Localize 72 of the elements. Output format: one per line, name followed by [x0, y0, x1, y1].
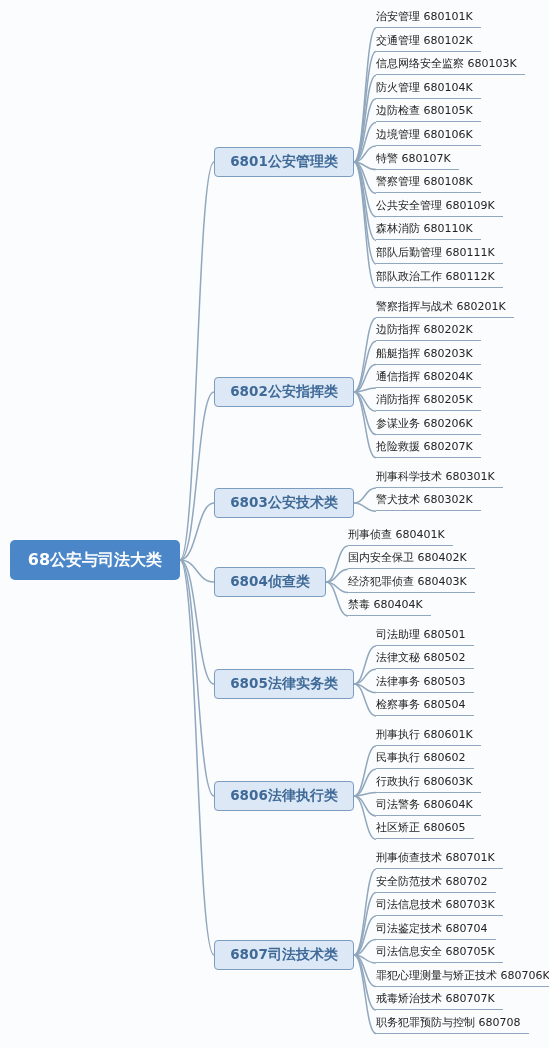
- connector-line: [179, 559, 215, 583]
- major-item: 通信指挥 680204K: [376, 369, 481, 388]
- major-item: 司法信息安全 680705K: [376, 945, 503, 963]
- connector-line: [353, 954, 377, 1035]
- major-item: 警察管理 680108K: [376, 175, 481, 194]
- major-item: 行政执行 680603K: [376, 774, 481, 793]
- major-item: 刑事科学技术 680301K: [376, 470, 503, 488]
- major-item: 刑事侦查技术 680701K: [376, 851, 503, 869]
- major-item: 消防指挥 680205K: [376, 393, 481, 412]
- major-item: 船艇指挥 680203K: [376, 346, 481, 365]
- major-item: 特警 680107K: [376, 151, 459, 170]
- major-item: 民事执行 680602: [376, 751, 474, 770]
- connector-line: [179, 391, 215, 561]
- connector-line: [179, 161, 215, 561]
- major-item: 森林消防 680110K: [376, 222, 481, 241]
- major-item: 职务犯罪预防与控制 680708: [376, 1015, 529, 1034]
- connector-line: [353, 340, 377, 393]
- major-item: 司法助理 680501: [376, 628, 474, 646]
- major-item: 警察指挥与战术 680201K: [376, 300, 514, 318]
- major-item: 安全防范技术 680702: [376, 874, 496, 893]
- major-item: 社区矫正 680605: [376, 821, 474, 840]
- major-item: 警犬技术 680302K: [376, 493, 481, 512]
- connector-line: [353, 915, 377, 956]
- major-item: 法律事务 680503: [376, 674, 474, 693]
- connector-line: [353, 645, 377, 685]
- connector-line: [353, 745, 377, 797]
- major-item: 参谋业务 680206K: [376, 416, 481, 435]
- connector-line: [179, 559, 215, 797]
- connector-line: [179, 559, 215, 956]
- connector-line: [353, 795, 377, 840]
- major-item: 经济犯罪侦查 680403K: [348, 574, 475, 593]
- category-box: 6807司法技术类: [214, 940, 354, 970]
- connector-line: [353, 502, 377, 513]
- connector-line: [353, 391, 377, 459]
- major-item: 禁毒 680404K: [348, 597, 431, 616]
- major-item: 司法警务 680604K: [376, 797, 481, 816]
- major-item: 戒毒矫治技术 680707K: [376, 992, 503, 1010]
- root-topic-box: 68公安与司法大类: [10, 540, 180, 580]
- major-item: 边境管理 680106K: [376, 128, 481, 146]
- major-item: 法律文秘 680502: [376, 651, 474, 670]
- connector-line: [353, 868, 377, 956]
- connector-line: [353, 954, 377, 1011]
- connector-line: [325, 545, 349, 583]
- major-item: 治安管理 680101K: [376, 10, 481, 28]
- category-box: 6802公安指挥类: [214, 377, 354, 407]
- major-item: 刑事侦查 680401K: [348, 528, 453, 546]
- category-box: 6803公安技术类: [214, 488, 354, 518]
- connector-line: [325, 581, 349, 617]
- major-item: 交通管理 680102K: [376, 33, 481, 52]
- category-box: 6805法律实务类: [214, 669, 354, 699]
- major-item: 边防指挥 680202K: [376, 323, 481, 342]
- connector-line: [353, 683, 377, 717]
- connector-line: [353, 317, 377, 393]
- category-box: 6806法律执行类: [214, 781, 354, 811]
- major-item: 部队后勤管理 680111K: [376, 246, 503, 264]
- major-item: 检察事务 680504: [376, 697, 474, 716]
- major-item: 司法鉴定技术 680704: [376, 921, 496, 940]
- major-item: 司法信息技术 680703K: [376, 898, 503, 916]
- category-box: 6804侦查类: [214, 567, 326, 597]
- major-item: 防火管理 680104K: [376, 80, 481, 99]
- category-box: 6801公安管理类: [214, 147, 354, 177]
- major-item: 部队政治工作 680112K: [376, 269, 503, 288]
- major-item: 边防检查 680105K: [376, 104, 481, 123]
- major-item: 刑事执行 680601K: [376, 728, 481, 746]
- major-item: 国内安全保卫 680402K: [348, 551, 475, 570]
- connector-line: [353, 795, 377, 817]
- major-item: 公共安全管理 680109K: [376, 198, 503, 217]
- major-item: 罪犯心理测量与矫正技术 680706K: [376, 968, 549, 987]
- major-item: 抢险救援 680207K: [376, 439, 481, 458]
- connector-line: [179, 559, 215, 685]
- major-item: 信息网络安全监察 680103K: [376, 57, 525, 76]
- connector-line: [353, 161, 377, 289]
